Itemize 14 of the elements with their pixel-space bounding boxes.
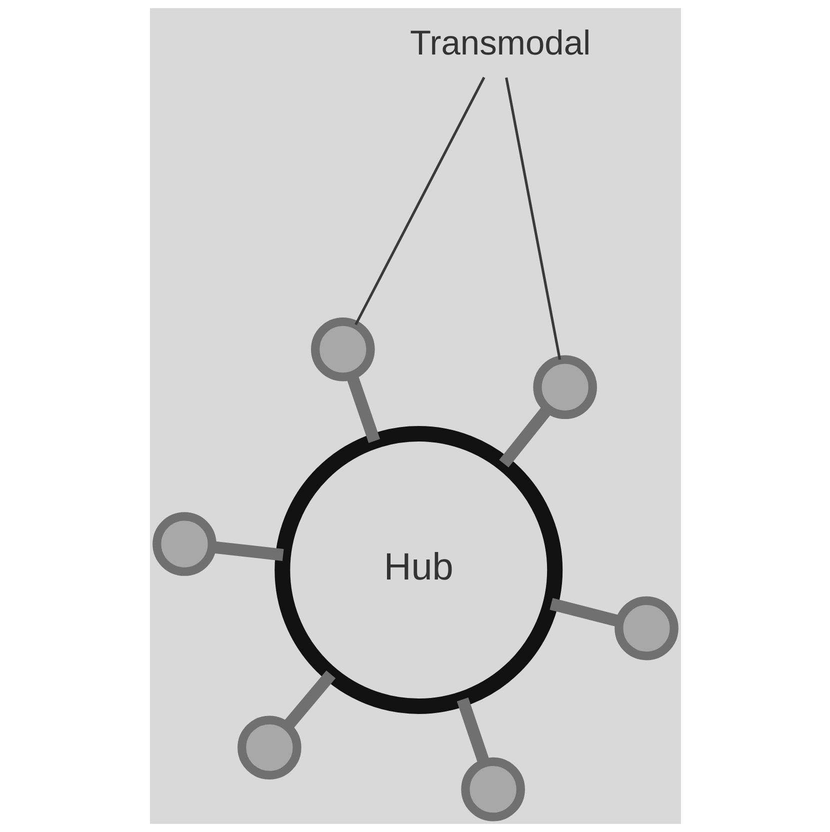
connector xyxy=(504,77,561,360)
node-text: Transmodal xyxy=(409,24,590,63)
node-circle xyxy=(614,596,678,660)
node-circle xyxy=(152,512,216,576)
connector xyxy=(354,76,485,326)
node-circle xyxy=(310,317,374,382)
connector xyxy=(282,670,336,730)
node-circle: Hub xyxy=(274,426,562,714)
node-circle xyxy=(460,757,524,822)
connector xyxy=(498,405,552,468)
node-circle xyxy=(237,716,301,780)
connector xyxy=(549,598,620,628)
node-circle xyxy=(532,355,596,420)
connector xyxy=(456,698,490,765)
